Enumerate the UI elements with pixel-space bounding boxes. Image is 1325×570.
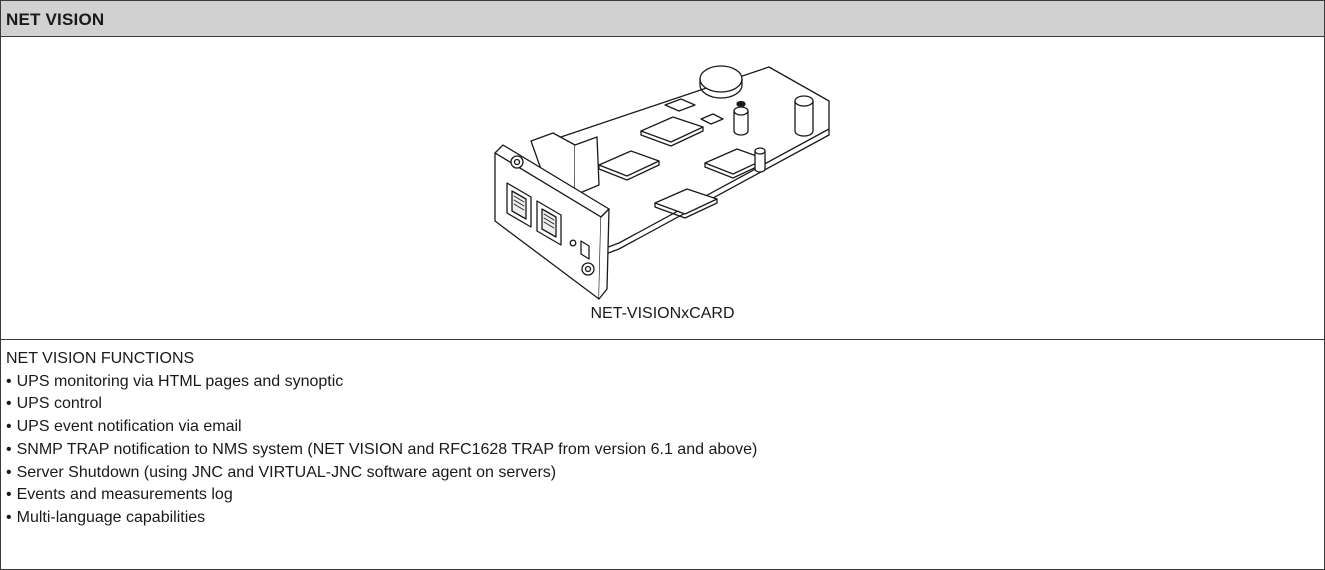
mounting-screw xyxy=(513,158,521,166)
functions-heading: NET VISION FUNCTIONS xyxy=(6,350,195,367)
network-card-illustration xyxy=(494,65,830,300)
chip-side xyxy=(654,198,718,219)
status-led xyxy=(569,239,577,247)
buzzer xyxy=(699,65,743,93)
list-item: SNMP TRAP notification to NMS system (NE… xyxy=(6,439,758,462)
small-chip xyxy=(700,113,724,125)
small-cylinder-top xyxy=(754,147,766,155)
list-item: UPS monitoring via HTML pages and synopt… xyxy=(6,371,757,394)
small-chip xyxy=(664,98,696,112)
functions-section: NET VISION FUNCTIONS UPS monitoring via … xyxy=(6,348,757,530)
capacitor-band xyxy=(736,100,746,108)
connector-housing xyxy=(574,136,600,196)
list-item: Events and measurements log xyxy=(6,484,757,507)
rj45-port-2-inner xyxy=(541,208,557,238)
list-item: UPS event notification via email xyxy=(6,416,757,439)
chip-side xyxy=(598,160,660,181)
tall-capacitor xyxy=(794,100,814,137)
mounting-screw xyxy=(510,155,524,169)
figure-caption: NET-VISIONxCARD xyxy=(590,305,735,322)
capacitor xyxy=(733,110,749,136)
rj45-port-1-pins xyxy=(513,195,525,211)
list-item: UPS control xyxy=(6,393,757,416)
list-item: Multi-language capabilities xyxy=(6,507,757,530)
front-bracket-edge xyxy=(598,208,610,300)
table-header: NET VISION xyxy=(1,1,1324,37)
dip-switch xyxy=(580,240,590,260)
small-cylinder xyxy=(754,150,766,173)
tall-capacitor-top xyxy=(794,95,814,107)
header-title: NET VISION xyxy=(6,10,105,29)
list-item: Server Shutdown (using JNC and VIRTUAL-J… xyxy=(6,462,757,485)
buzzer-side xyxy=(699,78,743,99)
mounting-screw xyxy=(581,262,595,276)
chip-side xyxy=(640,126,704,147)
board-edge xyxy=(602,128,830,256)
product-image-cell: NET-VISIONxCARD xyxy=(1,37,1324,340)
functions-list: UPS monitoring via HTML pages and synopt… xyxy=(6,371,758,530)
capacitor-top xyxy=(733,106,749,116)
rj45-port-2-pins xyxy=(543,213,555,229)
mounting-screw xyxy=(584,265,592,273)
rj45-port-1-inner xyxy=(511,190,527,220)
